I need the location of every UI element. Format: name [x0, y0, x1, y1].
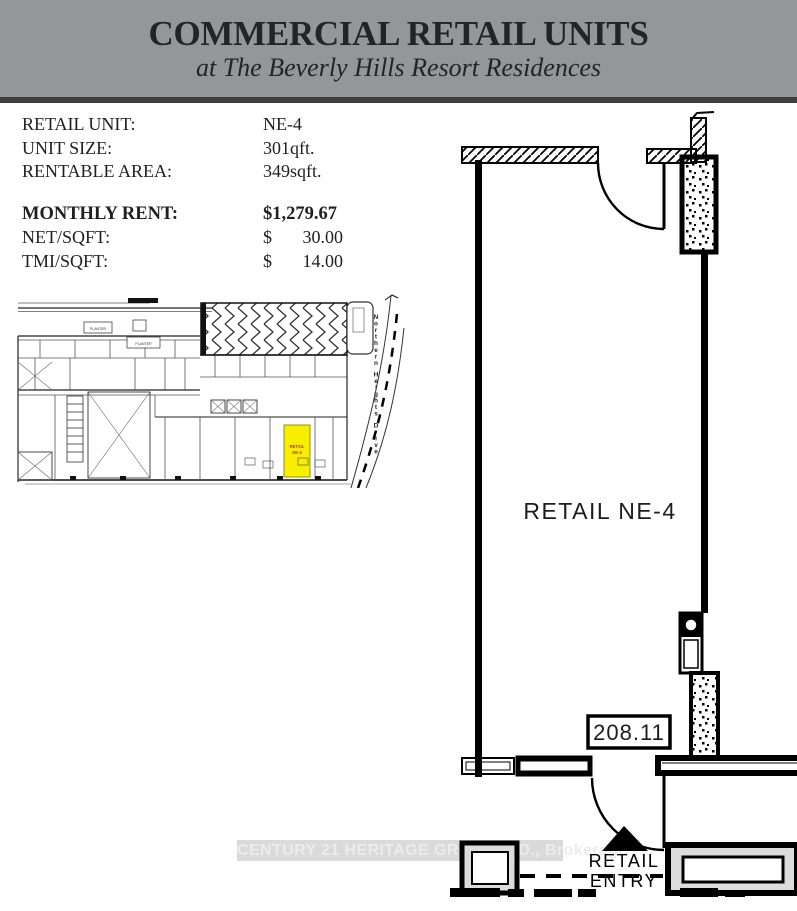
info-label: UNIT SIZE:: [22, 137, 113, 158]
spacer: [22, 185, 343, 204]
dimension-badge: 208.11: [586, 714, 672, 750]
site-planters: PLANTER PLANTER: [83, 319, 161, 349]
room-label: RETAIL NE-4: [523, 498, 676, 524]
info-value: $ 14.00: [263, 251, 343, 272]
highlight-unit: RETAIL NE-4: [283, 424, 311, 478]
info-value: $ 30.00: [263, 227, 343, 248]
info-value: 301qft.: [263, 137, 315, 158]
info-label: NET/SQFT:: [22, 227, 111, 247]
site-bottom-marks: [70, 476, 321, 480]
door-swing-arrow: [602, 826, 648, 851]
storefront-left: [461, 755, 593, 777]
page-subtitle: at The Beverly Hills Resort Residences: [195, 53, 602, 82]
site-x-rooms: [17, 361, 151, 481]
highlight-unit-label: RETAIL: [290, 444, 305, 449]
info-label: RENTABLE AREA:: [22, 161, 173, 181]
site-ramp-landing: [346, 301, 374, 355]
site-lockers: [66, 395, 84, 463]
svg-text:RETAIL: RETAIL: [589, 851, 660, 871]
amount: 14.00: [302, 250, 344, 271]
currency-symbol: $: [263, 250, 272, 271]
entry-door: [590, 776, 666, 852]
site-boundary-lines: [18, 302, 351, 485]
site-ramp-hatch: [200, 302, 348, 356]
wall-fixture: [678, 611, 704, 675]
storefront-right: [655, 755, 797, 776]
planter-label: PLANTER: [135, 342, 152, 346]
info-row-retail-unit: RETAIL UNIT: NE-4: [22, 114, 343, 138]
amount: 30.00: [302, 227, 344, 247]
right-wall: [701, 252, 708, 613]
info-row-unit-size: UNIT SIZE: 301qft.: [22, 138, 343, 162]
site-furniture-marks: [244, 457, 326, 469]
info-value: 349sqft.: [263, 161, 322, 181]
info-label: TMI/SQFT:: [22, 250, 109, 271]
info-label: RETAIL UNIT:: [22, 114, 136, 134]
dimension-value: 208.11: [593, 720, 665, 745]
site-elevators: [210, 399, 258, 414]
street-curves: [350, 295, 405, 488]
unit-info-block: RETAIL UNIT: NE-4 UNIT SIZE: 301qft. REN…: [22, 114, 343, 274]
info-row-rentable-area: RENTABLE AREA: 349sqft.: [22, 161, 343, 185]
info-label: MONTHLY RENT:: [22, 203, 179, 224]
currency-symbol: $: [263, 227, 272, 247]
bottom-dashes: [450, 888, 745, 897]
info-row-net-sqft: NET/SQFT: $ 30.00: [22, 227, 343, 251]
concrete-column-upper: [679, 154, 719, 255]
unit-detail-plan: RETAIL NE-4 208.11: [450, 111, 797, 897]
top-door: [596, 162, 666, 231]
highlight-unit-label: NE-4: [292, 450, 302, 455]
header-banner: COMMERCIAL RETAIL UNITS at The Beverly H…: [0, 0, 797, 103]
site-wall-segment: [128, 298, 158, 303]
entry-label: RETAIL ENTRY: [589, 851, 660, 891]
planter-label: PLANTER: [90, 327, 107, 331]
info-value: $1,279.67: [263, 203, 337, 224]
top-right-wall-assembly: [646, 111, 719, 255]
info-row-monthly-rent: MONTHLY RENT: $1,279.67: [22, 204, 343, 228]
info-value: NE-4: [263, 114, 302, 134]
info-row-tmi-sqft: TMI/SQFT: $ 14.00: [22, 251, 343, 275]
north-tick: [384, 294, 399, 301]
page-title: COMMERCIAL RETAIL UNITS: [148, 14, 649, 53]
planter-right: [665, 842, 797, 896]
planter-left: [459, 840, 520, 896]
concrete-column-lower: [689, 671, 720, 760]
hatched-wall-top: [461, 146, 599, 164]
site-partitions: [34, 340, 334, 480]
left-wall: [475, 160, 482, 777]
